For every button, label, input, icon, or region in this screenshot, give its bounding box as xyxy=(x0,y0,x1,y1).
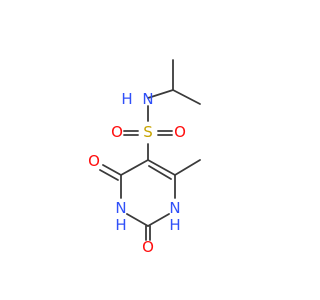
atom-h-ring-left: H xyxy=(115,216,126,234)
atom-labels: N H S O O O N H N H O xyxy=(88,90,186,256)
bond-c4-o-top xyxy=(102,164,122,176)
bond-n1-c2 xyxy=(147,213,170,227)
atom-s-sulfonyl: S xyxy=(143,123,153,141)
atom-h-ring-right: H xyxy=(169,216,180,234)
bond-c5-c6 xyxy=(147,159,176,176)
atom-n-ring-left: N xyxy=(115,199,126,217)
bond-n-isopropyl xyxy=(147,89,174,99)
atom-o-sulfonyl-left: O xyxy=(111,123,123,141)
bond-c4-o-top-double xyxy=(99,169,119,181)
bond-c2-n3 xyxy=(126,213,149,227)
atom-o-sulfonyl-right: O xyxy=(174,123,186,141)
atom-o-carbonyl-bottom: O xyxy=(142,238,154,256)
bond-isopropyl-ch-methyl-right xyxy=(172,89,201,105)
atom-o-carbonyl-top: O xyxy=(88,152,100,170)
bond-c6-methyl xyxy=(174,159,201,176)
atom-h-sulfonamide: H xyxy=(121,90,132,108)
bond-c5-c6-double xyxy=(148,165,172,180)
atom-n-ring-right: N xyxy=(169,199,180,217)
atom-n-sulfonamide: N xyxy=(142,90,153,108)
molecule-structure: N H S O O O N H N H O xyxy=(88,59,201,256)
bond-c4-c5 xyxy=(120,159,149,176)
bonds xyxy=(99,59,201,241)
